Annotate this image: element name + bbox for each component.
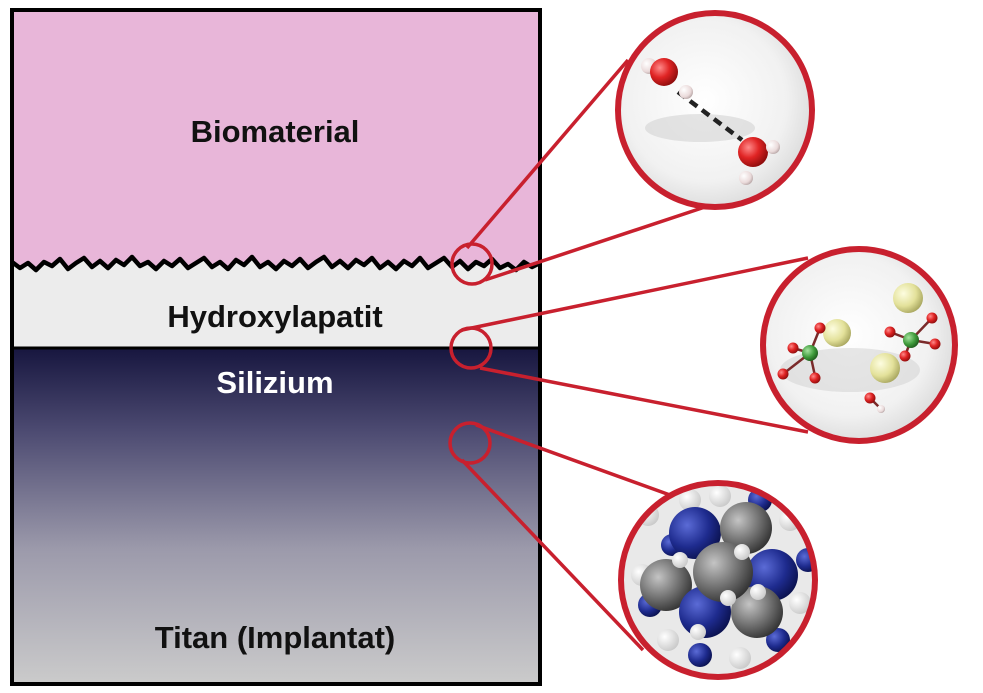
zoom-circle-water [615,10,815,210]
zoom-marker-hydroxylapatit [449,326,493,370]
hydrogen-atom-icon [766,140,780,154]
phosphorus-atom-icon [903,332,919,348]
oxygen-atom-icon [864,392,876,404]
stack-outline [10,8,542,686]
hydroxylapatit-layer [12,257,540,348]
hydrogen-atom-icon [679,85,693,99]
titanium-atom-icon [640,559,692,611]
layer-stack: Biomaterial Hydroxylapatit Silizium Tita… [10,8,542,686]
calcium-atom-icon [823,319,851,347]
oxygen-atom-icon [929,338,941,350]
oxygen-atom-icon [814,322,826,334]
zoom-circle-hydroxylapatit [760,246,958,444]
oxygen-atom-icon [899,350,911,362]
phosphorus-atom-icon [802,345,818,361]
oxygen-atom-icon [884,326,896,338]
oxygen-atom-icon [926,312,938,324]
titanium-atom-icon [669,507,721,559]
titan-label: Titan (Implantat) [155,620,396,655]
zoom-markers [448,242,494,465]
oxygen-atom-icon [738,137,768,167]
callout-connectors [460,58,809,652]
silizium-label: Silizium [216,365,333,400]
oxygen-atom-icon [809,372,821,384]
calcium-atom-icon [870,353,900,383]
hydrogen-atom-icon [877,405,885,413]
biomaterial-label: Biomaterial [191,114,360,149]
hydrogen-bond [676,90,744,142]
oxygen-atom-icon [650,58,678,86]
hydroxylapatit-label: Hydroxylapatit [167,299,382,334]
hydrogen-atom-icon [739,171,753,185]
silizium-titan-layer [12,348,540,684]
calcium-atom-icon [893,283,923,313]
oxygen-atom-icon [777,368,789,380]
zoom-marker-titan [448,421,492,465]
titanium-atom-icon [731,586,783,638]
titanium-atom-icon [720,502,772,554]
zoom-circle-titan [618,480,818,680]
zoom-marker-biomaterial [450,242,494,286]
oxygen-atom-icon [787,342,799,354]
